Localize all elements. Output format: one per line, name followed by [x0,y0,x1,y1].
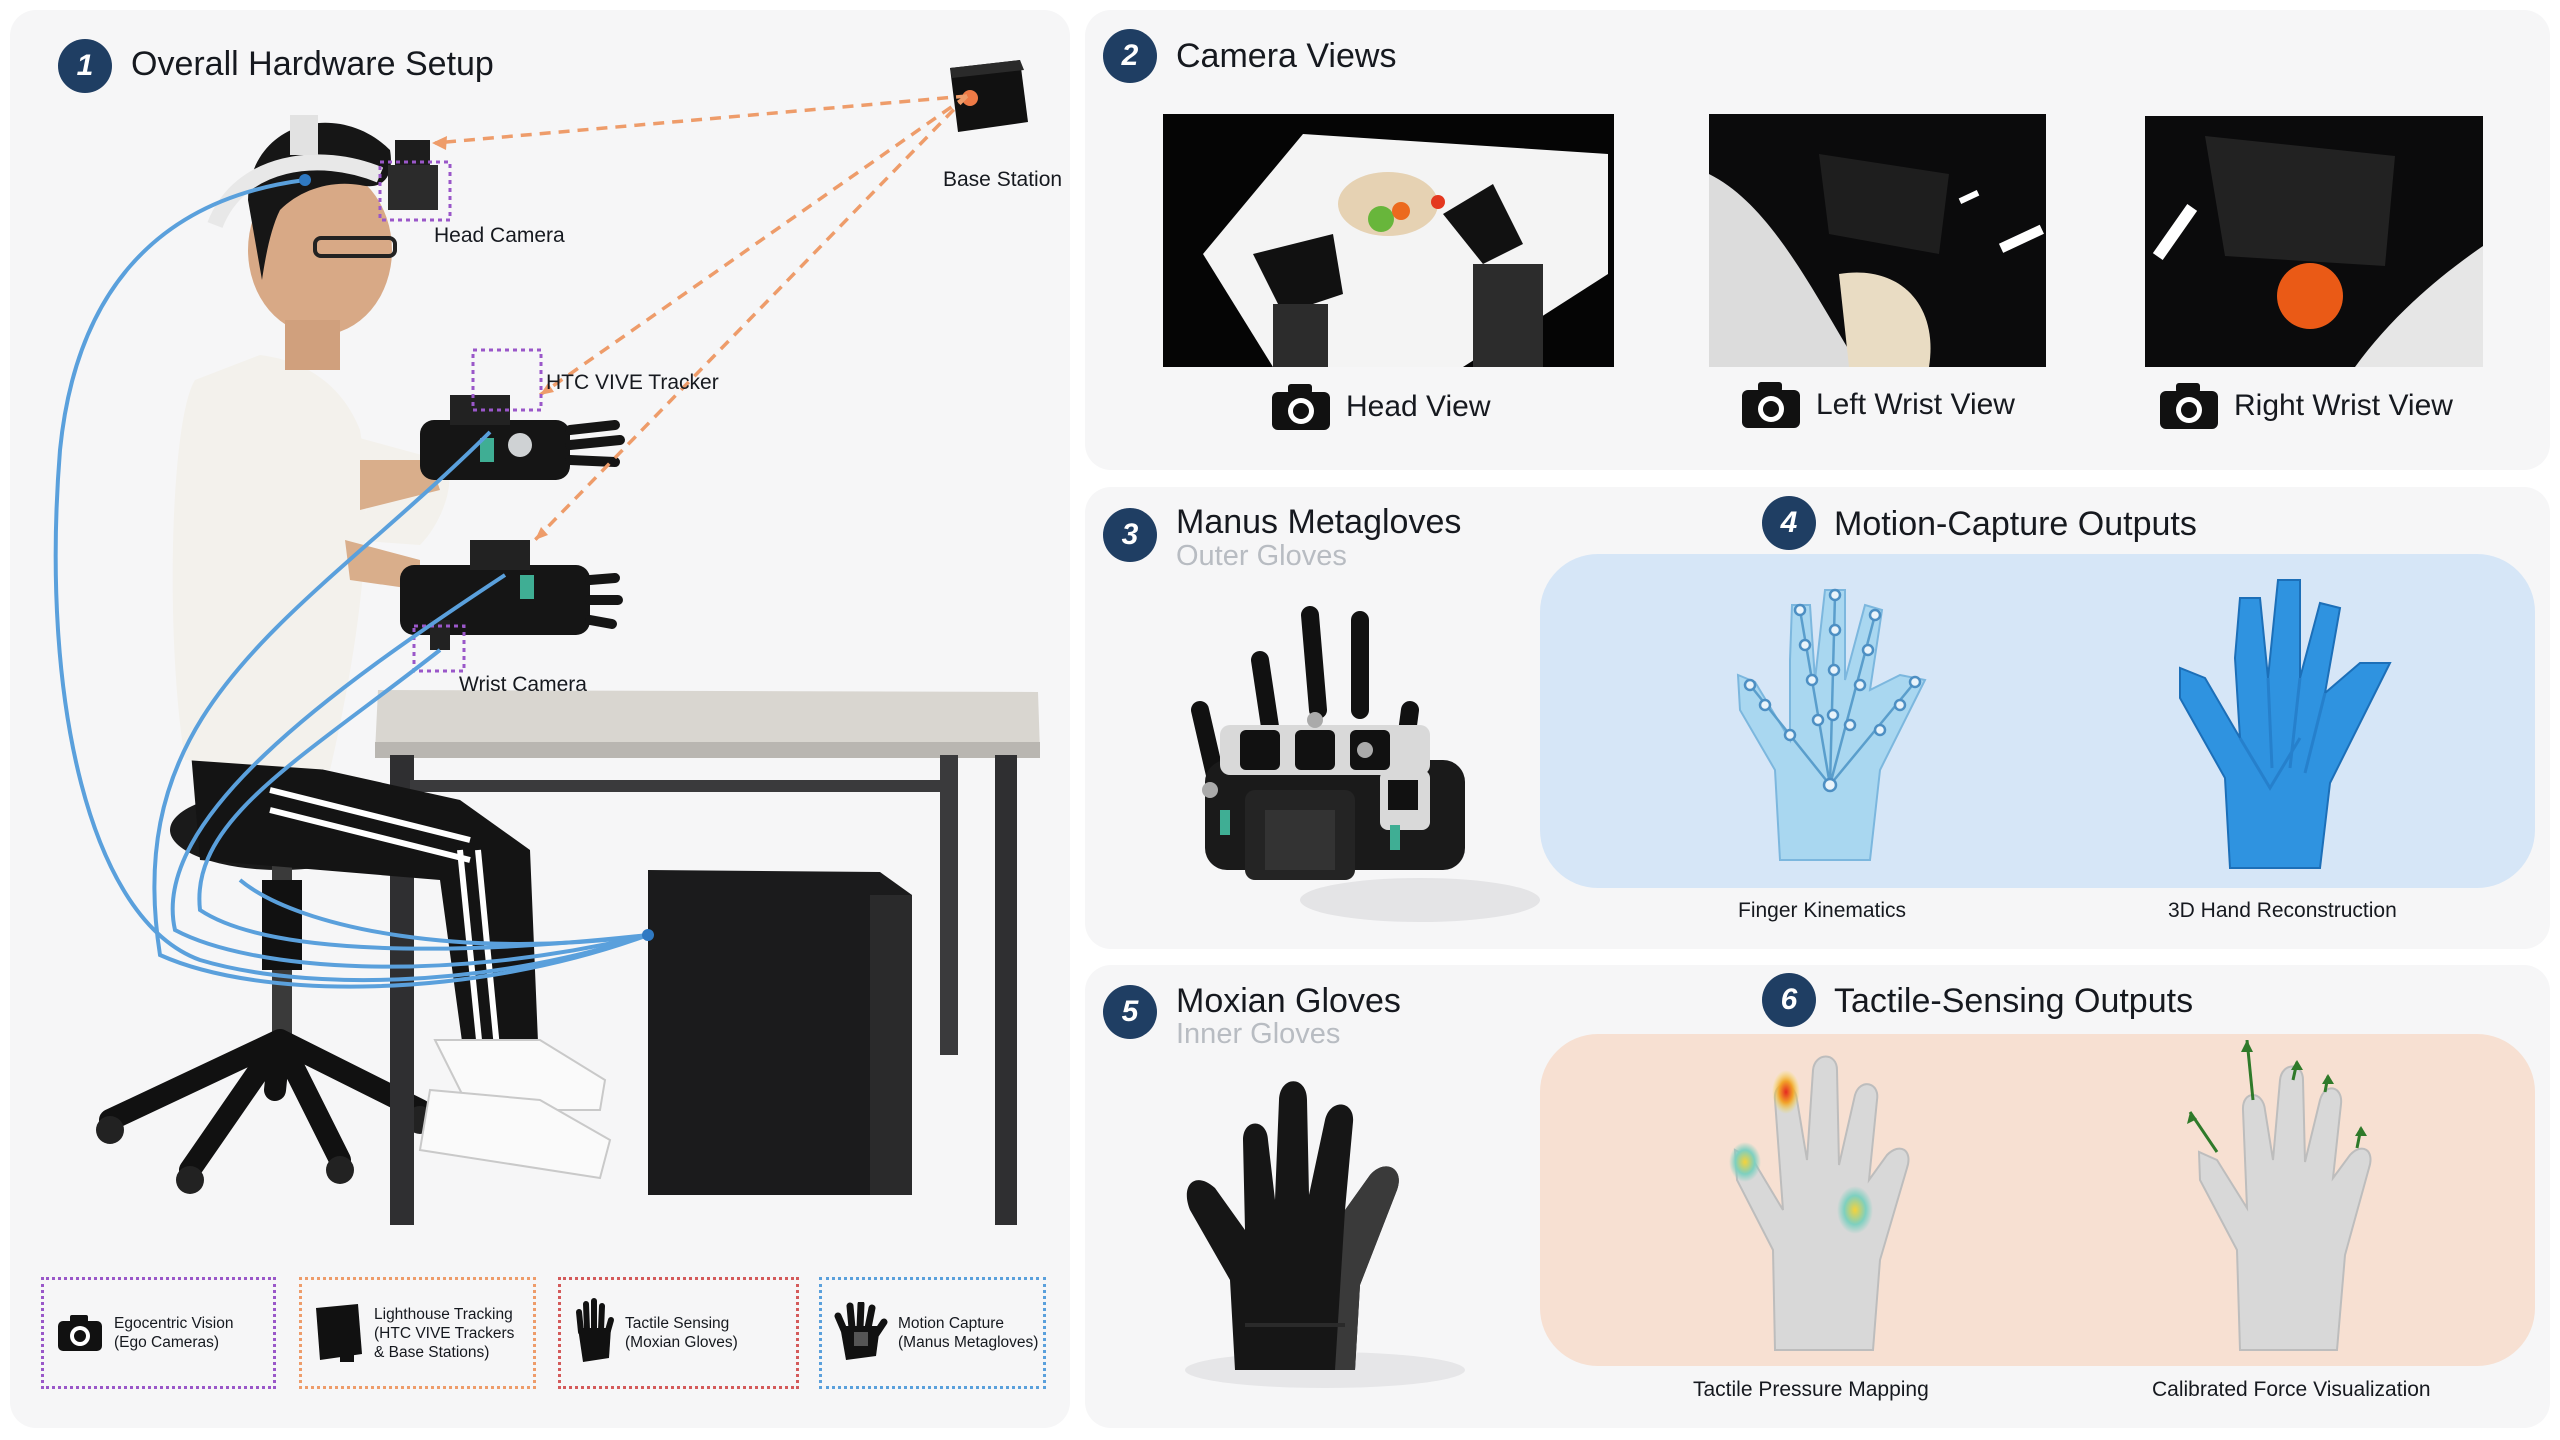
panel2-number-badge: 2 [1103,29,1157,83]
caption-finger-kinematics: Finger Kinematics [1738,899,1907,922]
panel3-subtitle: Outer Gloves [1176,540,1347,572]
legend-motion-capture-text: Motion Capture (Manus Metagloves) [898,1315,1039,1351]
legend-lighthouse-tracking: Lighthouse Tracking (HTC VIVE Trackers &… [299,1277,536,1389]
caption-left-wrist-view: Left Wrist View [1740,380,2015,430]
panel5-number-badge: 5 [1103,985,1157,1039]
legend-tactile-sensing-text: Tactile Sensing (Moxian Gloves) [625,1315,738,1351]
base-station-illustration [950,60,1028,132]
label-wrist-camera: Wrist Camera [459,673,587,696]
finger-kinematics-hand [1736,588,1927,861]
panel5-subtitle: Inner Gloves [1176,1018,1341,1050]
tactile-pressure-hand [1729,1055,1910,1351]
caption-3d-hand-reconstruction: 3D Hand Reconstruction [2168,899,2397,922]
label-htc-vive-tracker: HTC VIVE Tracker [546,371,719,394]
calibrated-force-hand [2187,1040,2372,1351]
legend-egocentric-vision-text: Egocentric Vision (Ego Cameras) [114,1315,234,1351]
panel6-number-badge: 6 [1762,973,1816,1027]
caption-head-view-text: Head View [1346,390,1491,423]
upper-glove-illustration [420,395,625,480]
panel4-title: Motion-Capture Outputs [1834,505,2197,543]
panel1-number-badge: 1 [58,39,112,93]
panel4-number-badge: 4 [1762,496,1816,550]
camera-icon [1742,382,1800,428]
moxian-glove-image [1185,1081,1465,1388]
caption-calibrated-force-visualization: Calibrated Force Visualization [2152,1378,2431,1401]
panel6-title: Tactile-Sensing Outputs [1834,982,2194,1020]
label-base-station: Base Station [943,168,1063,191]
camera-icon [2160,383,2218,429]
panel5-title: Moxian Gloves [1176,982,1401,1020]
legend-lighthouse-tracking-text: Lighthouse Tracking (HTC VIVE Trackers &… [374,1305,515,1361]
caption-left-wrist-view-text: Left Wrist View [1816,388,2015,421]
pc-tower-illustration [648,870,912,1195]
panel1-title: Overall Hardware Setup [131,45,494,83]
caption-tactile-pressure-mapping: Tactile Pressure Mapping [1693,1378,1929,1401]
label-head-camera: Head Camera [434,224,565,247]
mocap-output-box [1540,554,2535,888]
panel3-number-badge: 3 [1103,508,1157,562]
panel2-title: Camera Views [1176,37,1397,75]
manus-metaglove-image [1191,606,1540,922]
caption-right-wrist-view-text: Right Wrist View [2234,389,2453,422]
hardware-setup-illustration [53,60,1040,1225]
camera-icon [58,1315,102,1351]
glove-icon [576,1298,614,1362]
right-wrist-view-image [2145,116,2483,367]
legend-egocentric-vision: Egocentric Vision (Ego Cameras) [41,1277,276,1389]
legend-tactile-sensing: Tactile Sensing (Moxian Gloves) [558,1277,799,1389]
caption-right-wrist-view: Right Wrist View [2158,381,2453,431]
3d-hand-reconstruction [2179,579,2392,869]
panel3-title: Manus Metagloves [1176,503,1462,541]
legend-motion-capture: Motion Capture (Manus Metagloves) [819,1277,1046,1389]
camera-icon [1272,384,1330,430]
lower-glove-illustration [400,540,623,650]
mocap-glove-icon [834,1302,888,1360]
head-view-image [1163,114,1614,367]
caption-head-view: Head View [1270,382,1491,432]
left-wrist-view-image [1709,114,2046,367]
tactile-output-box [1540,1034,2535,1366]
vive-tracker-icon [316,1304,362,1362]
